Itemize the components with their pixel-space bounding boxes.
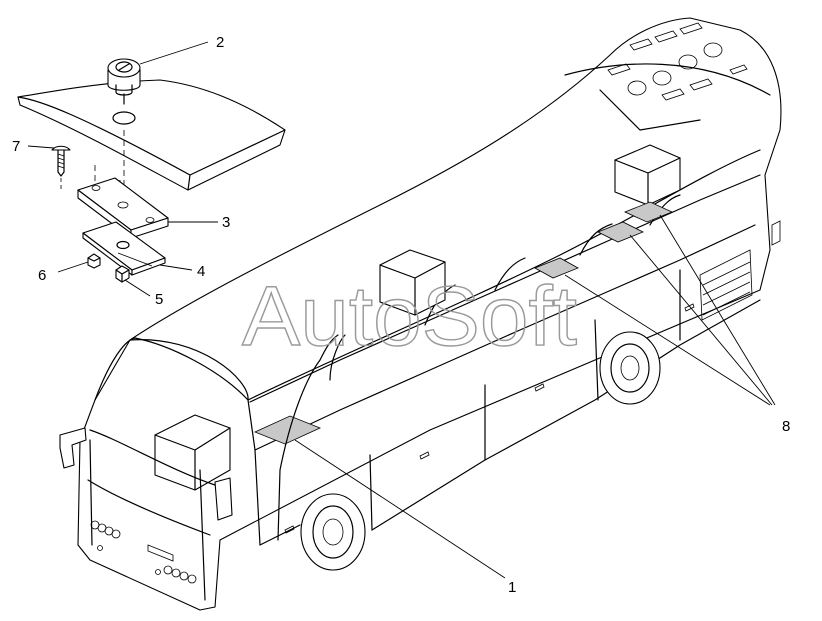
rear-wheel [599,331,661,405]
exploded-detail [17,58,286,283]
part-2-lock-cylinder [107,58,141,105]
callout-6: 6 [38,267,46,284]
left-mirror [59,427,87,469]
leader-lines [27,41,776,579]
callout-8: 8 [782,418,790,435]
part-8-panel-b [597,221,644,243]
part-8-panel-c [623,201,674,223]
front-wheel [300,493,366,571]
callout-1: 1 [508,579,516,596]
part-6-nut [87,253,101,269]
callout-3: 3 [222,214,230,231]
callout-4: 4 [197,263,205,280]
callout-2: 2 [216,34,224,51]
callout-5: 5 [155,291,163,308]
headlights [90,520,197,584]
part-8-panel-a [534,257,579,279]
part-4-plate [82,221,166,276]
right-mirror [214,477,233,521]
callout-7: 7 [12,138,20,155]
roof-panel-slab [17,79,286,191]
part-5-nut [115,265,130,283]
rear-roof-vents [607,22,748,101]
part-7-screw [51,145,71,190]
bus-body [59,17,782,611]
part-1-panel [253,415,322,445]
watermark: AutoSoft [242,269,577,363]
